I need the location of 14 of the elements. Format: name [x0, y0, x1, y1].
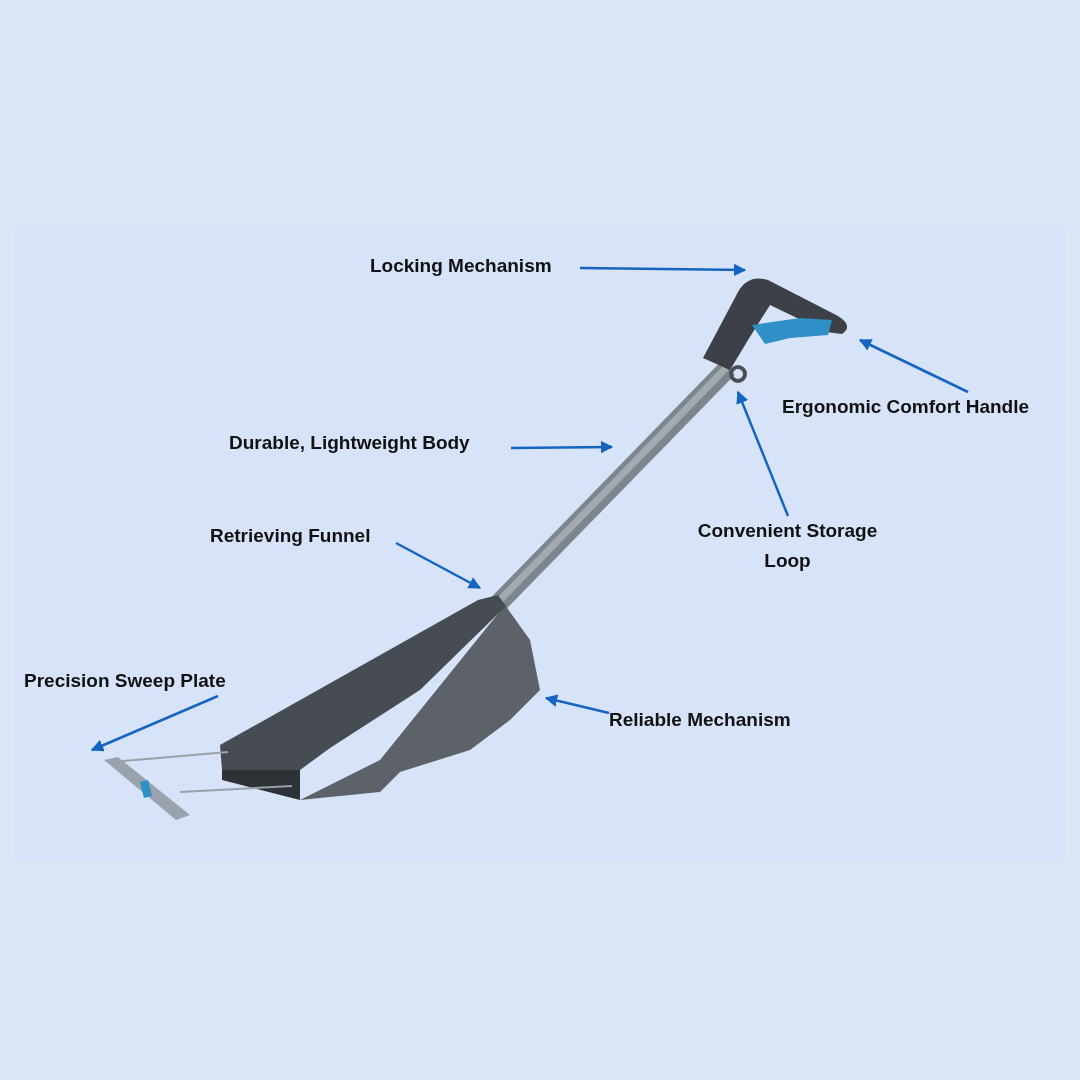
part-label: Reliable Mechanism: [609, 705, 824, 735]
part-label: Convenient Storage Loop: [680, 516, 895, 576]
part-label: Ergonomic Comfort Handle: [782, 392, 1064, 422]
leader-line: [90, 694, 219, 752]
leader-line: [511, 440, 614, 454]
leader-line: [544, 694, 610, 715]
leader-line: [858, 338, 969, 394]
part-label: Retrieving Funnel: [210, 521, 396, 551]
part-label: Durable, Lightweight Body: [229, 428, 511, 458]
leader-line: [736, 390, 790, 517]
leader-line: [580, 263, 747, 277]
part-label: Locking Mechanism: [370, 251, 580, 281]
part-label: Precision Sweep Plate: [24, 666, 260, 696]
leader-line: [395, 541, 482, 590]
